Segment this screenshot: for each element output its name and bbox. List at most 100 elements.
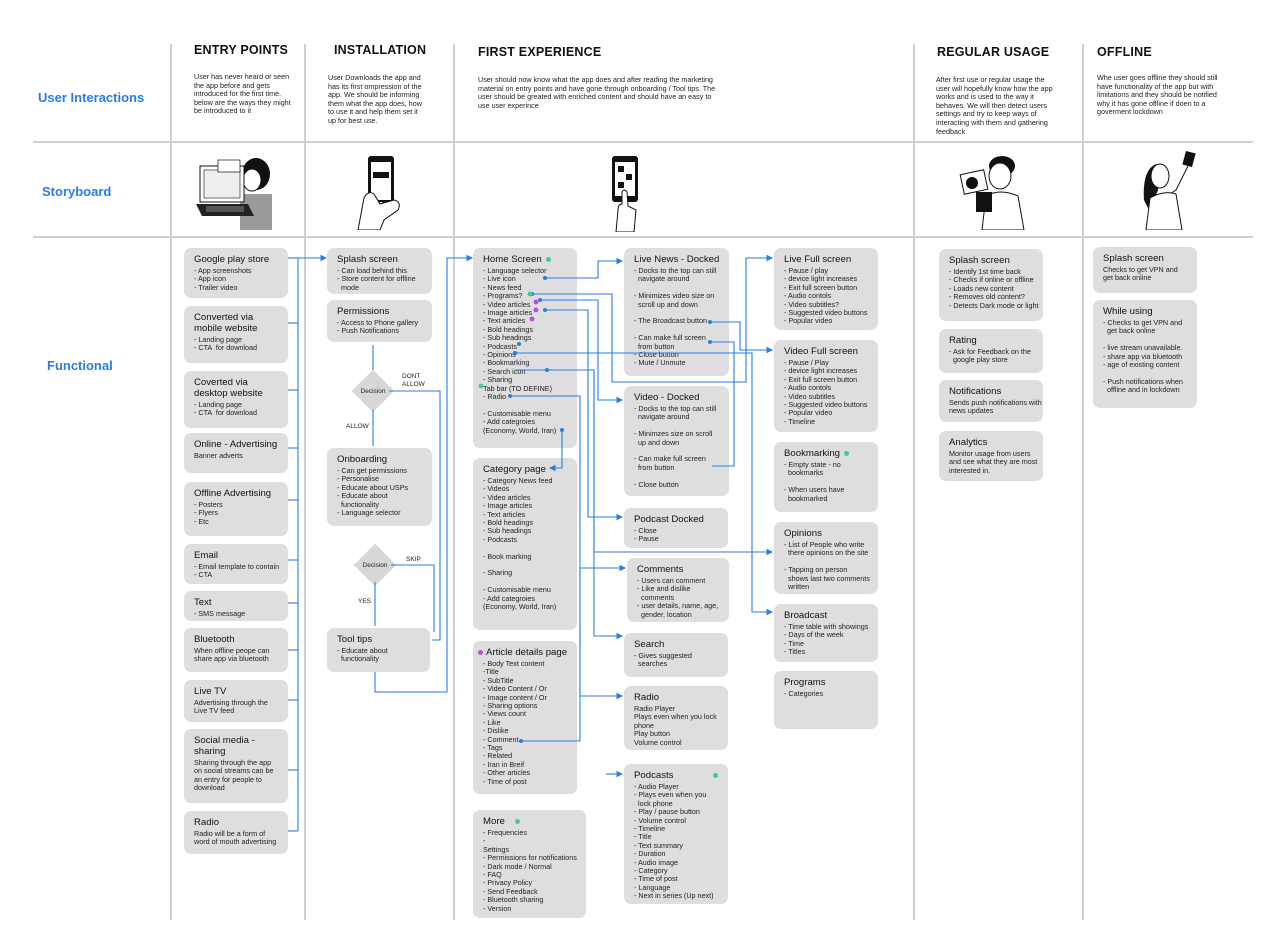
screen-card-broadcast[interactable]: Broadcast - Time table with showings- Da… [774,604,878,662]
card-item: - Podcasts [483,341,517,351]
card-item: - The Broadcast button [634,316,707,326]
card-title: Text [194,597,212,608]
card-title: Opinions [784,528,822,539]
card-title: Splash screen [337,254,398,265]
card-item: - Educate about [337,491,388,501]
entry-card-offline-advertising[interactable]: Offline Advertising - Posters- Flyers- E… [184,482,288,536]
regular-card-rating[interactable]: Rating - Ask for Feedback on the google … [939,329,1043,373]
card-item: - Sharing [483,568,513,578]
column-title-first-experience: FIRST EXPERIENCE [478,45,602,59]
card-title-text: Home Screen [483,254,542,265]
card-item: and see what they are most [949,457,1038,467]
column-title-regular-usage: REGULAR USAGE [937,45,1050,59]
card-item: - Video Content / Or [483,684,547,694]
screen-card-podcasts[interactable]: Podcasts - Audio Player- Plays even when… [624,764,728,904]
card-item: - Posters [194,500,223,509]
entry-card-google-play-store[interactable]: Google play store - App screenshots- App… [184,248,288,298]
install-card-permissions[interactable]: Permissions - Access to Phone gallery- P… [327,300,432,342]
screen-card-video-full-screen[interactable]: Video Full screen - Pause / Play- device… [774,340,878,432]
card-item: - Opinions [483,350,516,360]
card-item: bookmarked [784,493,828,503]
card-item: - Can load behind this [337,266,407,275]
status-dot-green [514,818,520,824]
screen-card-live-full-screen[interactable]: Live Full screen - Pause / play- device … [774,248,878,330]
entry-card-desktop-website[interactable]: Coverted via desktop website - Landing p… [184,371,288,428]
card-item: - Programs? [483,291,523,301]
card-item: - When users have [784,485,845,495]
card-item: - live stream unavailable. [1103,343,1183,353]
regular-card-notifications[interactable]: Notifications Sends push notifications w… [939,380,1043,422]
card-item: - Video articles [483,299,531,309]
status-dot-green [545,256,551,262]
screen-card-programs[interactable]: Programs - Categories [774,671,878,729]
card-item: - Language selector [337,508,401,518]
install-card-splash-screen[interactable]: Splash screen - Can load behind this- St… [327,248,432,294]
card-item: Monitor usage from users [949,449,1031,458]
card-item: Checks to get VPN and [1103,265,1178,274]
card-item: - device light increases [784,274,858,284]
card-item: - Flyers [194,508,218,518]
card-item: shows last two comments [784,573,870,583]
card-item: google play store [949,355,1008,365]
card-item: - CTA for download [194,343,257,353]
skip-label: SKIP [406,556,421,563]
screen-card-bookmarking[interactable]: Bookmarking - Empty state - no bookmarks… [774,442,878,512]
card-item: - Docks to the top can still [634,266,717,275]
card-item: - Videos [483,484,510,494]
card-item: - Personalise [337,474,379,484]
card-item: from button [634,462,675,472]
card-item: - Book marking [483,551,532,561]
entry-card-online-advertising[interactable]: Online - Advertising Banner adverts [184,433,288,473]
entry-card-mobile-website[interactable]: Converted via mobile website - Landing p… [184,306,288,363]
screen-card-opinions[interactable]: Opinions - List of People who write ther… [774,522,878,594]
yes-label: YES [358,598,372,605]
card-item: Tab bar (TO DEFINE) [483,383,552,393]
column-title-offline: OFFLINE [1097,45,1152,59]
card-title: Live Full screen [784,254,852,265]
card-item: - Audio Player [634,782,679,791]
screen-card-comments[interactable]: Comments - Users can comment- Like and d… [627,558,729,622]
card-item: get back online [1103,326,1156,336]
card-item: - Can get permissions [337,466,407,475]
screen-card-video-docked[interactable]: Video - Docked - Docks to the top can st… [624,386,729,496]
card-item: - Video subtitles? [784,299,840,309]
install-card-onboarding[interactable]: Onboarding - Can get permissions- Person… [327,448,432,526]
card-title: Category page [483,464,546,475]
card-item: - FAQ [483,870,502,880]
status-dot-purple [478,649,483,655]
card-title: Comments [637,564,684,575]
install-card-tool-tips[interactable]: Tool tips - Educate about functionality [327,628,430,672]
card-item: - Popular video [784,316,833,326]
entry-card-social-media[interactable]: Social media - sharing Sharing through t… [184,729,288,803]
screen-card-search[interactable]: Search - Gives suggested searches [624,633,728,677]
card-item: - Tags [483,743,503,753]
screen-card-live-news-docked[interactable]: Live News - Docked - Docks to the top ca… [624,248,729,376]
card-item: - SubTitle [483,675,514,685]
card-item: - Text articles [483,509,526,519]
card-item: - List of People who write [784,540,865,549]
card-title-text: Podcasts [634,770,674,781]
card-item: - Dislike [483,726,509,736]
screen-card-category-page[interactable]: Category page - Category News feed- Vide… [473,458,577,630]
offline-card-while-using[interactable]: While using - Checks to get VPN and get … [1093,300,1197,408]
card-item: - Exit full screen button [784,374,858,384]
screen-card-more[interactable]: More - Frequencies-Settings- Permissions… [473,810,586,918]
screen-card-article-details[interactable]: Article details page - Body Text content… [473,641,577,794]
screen-card-home-screen[interactable]: Home Screen - Language selector- Live ic… [473,248,577,448]
entry-card-email[interactable]: Email - Email template to contain- CTA [184,544,288,584]
screen-card-podcast-docked[interactable]: Podcast Docked - Close- Pause [624,508,728,548]
entry-card-text[interactable]: Text - SMS message [184,591,288,621]
card-item: - Time [784,638,804,648]
column-divider [453,44,455,920]
regular-card-splash-screen[interactable]: Splash screen - Identify 1st time back- … [939,249,1043,321]
card-item: - Language selector [483,266,547,275]
card-title: Notifications [949,386,1002,397]
decision-label: Decision [360,388,386,395]
card-item: - Identify 1st time back [949,267,1021,276]
